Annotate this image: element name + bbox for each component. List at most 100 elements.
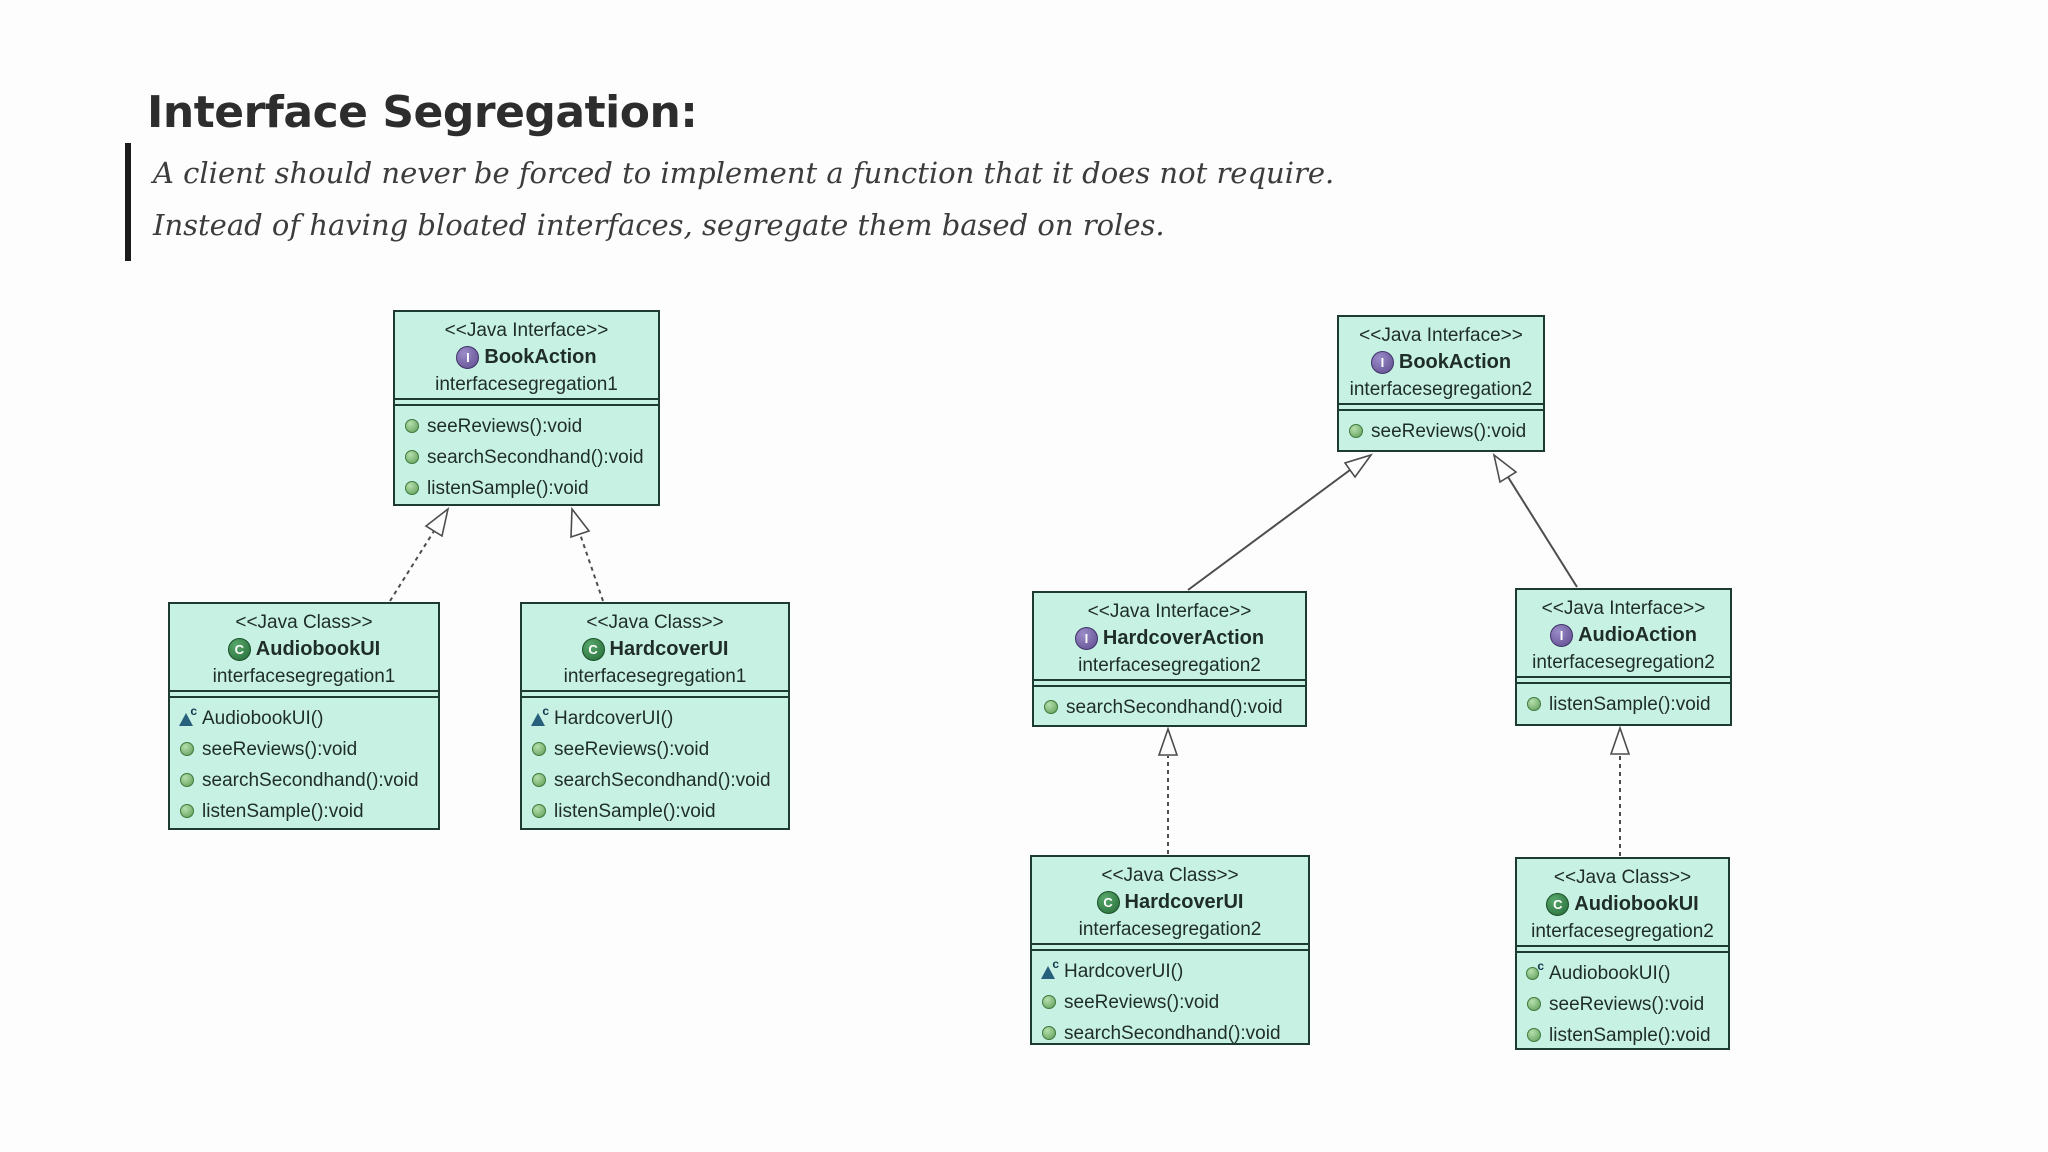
method-label: AudiobookUI() (202, 707, 324, 729)
stereotype-label: <<Java Class>> (586, 612, 724, 633)
class-icon: C (581, 638, 605, 661)
method-row: searchSecondhand():void (404, 442, 652, 473)
interface-icon: I (1074, 627, 1098, 650)
compartment-separator (522, 690, 788, 698)
constructor-circle-icon: c (1526, 959, 1544, 981)
method-label: searchSecondhand():void (554, 769, 771, 791)
uml-box-header: <<Java Class>> C HardcoverUI interfacese… (1032, 857, 1308, 943)
method-row: seeReviews():void (404, 411, 652, 442)
stereotype-label: <<Java Class>> (1553, 867, 1692, 888)
implements-arrow-hardcoverui2-hardcoveraction (1157, 726, 1179, 854)
method-row: searchSecondhand():void (179, 765, 432, 796)
implements-arrow-hardcoverui1-bookaction1 (570, 506, 604, 602)
method-row: searchSecondhand():void (1041, 1018, 1302, 1049)
class-name: BookAction (484, 346, 597, 368)
class-name: AudioAction (1578, 624, 1697, 646)
package-label: interfacesegregation2 (1078, 655, 1261, 676)
methods-compartment: listenSample():void (1517, 684, 1730, 720)
method-icon (1526, 997, 1542, 1012)
uml-box-header: <<Java Class>> C AudiobookUI interfacese… (1517, 859, 1728, 945)
compartment-separator (1517, 945, 1728, 953)
method-row: seeReviews():void (1041, 987, 1302, 1018)
method-row: listenSample():void (404, 473, 652, 504)
method-label: listenSample():void (1549, 693, 1711, 715)
class-name: AudiobookUI (255, 638, 381, 660)
method-label: AudiobookUI() (1549, 962, 1671, 984)
method-icon (531, 773, 547, 788)
class-name-row: I BookAction (395, 344, 658, 371)
method-label: seeReviews():void (202, 738, 358, 760)
method-icon (1041, 1026, 1057, 1041)
class-name-row: C HardcoverUI (1032, 889, 1308, 916)
method-row: seeReviews():void (1348, 416, 1537, 447)
method-icon (1348, 424, 1364, 439)
constructor-triangle-icon: c (179, 704, 197, 726)
extends-arrow-hardcoveraction-bookaction2 (1187, 453, 1374, 591)
method-icon (404, 450, 420, 465)
quote-block: A client should never be forced to imple… (125, 143, 1334, 261)
uml-box-bookaction1: <<Java Interface>> I BookAction interfac… (393, 310, 660, 506)
uml-box-hardcoverui1: <<Java Class>> C HardcoverUI interfacese… (520, 602, 790, 830)
package-label: interfacesegregation2 (1532, 652, 1715, 673)
method-icon (179, 804, 195, 819)
method-icon (1526, 1028, 1542, 1043)
method-label: searchSecondhand():void (1066, 696, 1283, 718)
class-name: HardcoverUI (1124, 891, 1244, 913)
extends-arrow-audioaction-bookaction2 (1492, 453, 1578, 588)
method-label: HardcoverUI() (1064, 960, 1184, 982)
class-name: HardcoverAction (1102, 627, 1265, 649)
method-label: seeReviews():void (554, 738, 710, 760)
class-icon: C (227, 638, 251, 661)
package-label: interfacesegregation1 (212, 666, 396, 687)
method-row: seeReviews():void (531, 734, 782, 765)
class-name-row: I AudioAction (1517, 622, 1730, 649)
class-icon: C (1096, 891, 1120, 914)
method-label: listenSample():void (554, 800, 716, 822)
uml-box-hardcoveraction: <<Java Interface>> I HardcoverAction int… (1032, 591, 1307, 727)
class-name-row: C AudiobookUI (170, 636, 438, 663)
package-label: interfacesegregation2 (1531, 921, 1714, 942)
method-row: listenSample():void (179, 796, 432, 827)
compartment-separator (1339, 403, 1543, 411)
methods-compartment: seeReviews():void searchSecondhand():void… (395, 406, 658, 504)
uml-box-header: <<Java Class>> C AudiobookUI interfacese… (170, 604, 438, 690)
method-label: seeReviews():void (1371, 420, 1527, 442)
stereotype-label: <<Java Interface>> (1359, 325, 1523, 346)
class-name: BookAction (1398, 351, 1512, 373)
class-name-row: C HardcoverUI (522, 636, 788, 663)
method-row: listenSample():void (1526, 689, 1724, 720)
method-row: searchSecondhand():void (531, 765, 782, 796)
compartment-separator (1517, 676, 1730, 684)
compartment-separator (170, 690, 438, 698)
method-icon (179, 742, 195, 757)
method-icon (404, 481, 420, 496)
implements-arrow-audiobookui2-audioaction (1609, 725, 1631, 856)
method-row: searchSecondhand():void (1043, 692, 1299, 723)
class-name: HardcoverUI (609, 638, 729, 660)
interface-icon: I (1370, 351, 1394, 374)
package-label: interfacesegregation2 (1078, 919, 1262, 940)
uml-box-header: <<Java Interface>> I BookAction interfac… (1339, 317, 1543, 403)
compartment-separator (1034, 679, 1305, 687)
uml-box-audioaction: <<Java Interface>> I AudioAction interfa… (1515, 588, 1732, 726)
methods-compartment: seeReviews():void (1339, 411, 1543, 447)
uml-box-audiobookui2: <<Java Class>> C AudiobookUI interfacese… (1515, 857, 1730, 1050)
uml-box-header: <<Java Interface>> I BookAction interfac… (395, 312, 658, 398)
stereotype-label: <<Java Interface>> (1087, 601, 1252, 622)
method-label: seeReviews():void (1064, 991, 1220, 1013)
class-name-row: I BookAction (1339, 349, 1543, 376)
method-icon (1043, 700, 1059, 715)
method-label: seeReviews():void (427, 415, 583, 437)
uml-box-audiobookui1: <<Java Class>> C AudiobookUI interfacese… (168, 602, 440, 830)
implements-arrow-audiobookui1-bookaction1 (389, 507, 450, 602)
method-label: seeReviews():void (1549, 993, 1705, 1015)
stereotype-label: <<Java Class>> (235, 612, 373, 633)
uml-box-header: <<Java Class>> C HardcoverUI interfacese… (522, 604, 788, 690)
